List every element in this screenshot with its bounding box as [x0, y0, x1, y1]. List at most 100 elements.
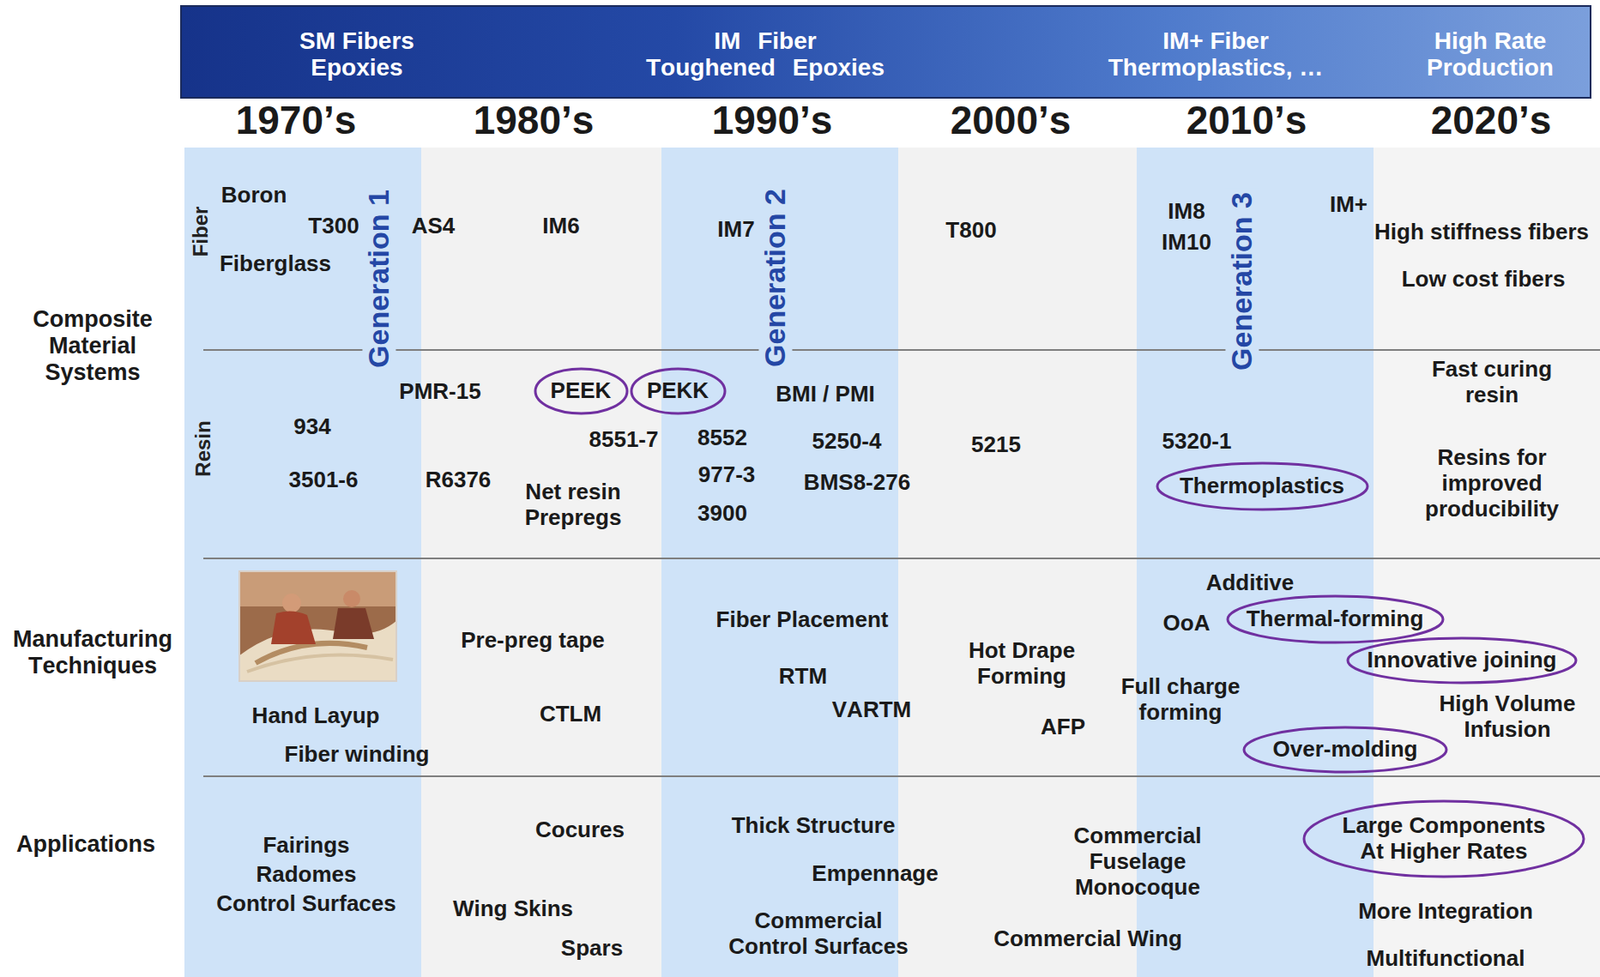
item-label: Commercial Wing — [993, 926, 1183, 953]
photo-mold — [238, 620, 398, 683]
decade-label: 1980’s — [473, 97, 595, 144]
item-label: Hot Drape Forming — [957, 638, 1087, 690]
era-heading: High Rate Production — [1421, 28, 1559, 82]
item-label: Spars — [561, 935, 623, 962]
item-label: Wing Skins — [452, 896, 574, 923]
highlighted-label: Over-molding — [1272, 736, 1418, 763]
highlight-ellipse: Over-molding — [1242, 725, 1449, 774]
item-label: R6376 — [425, 467, 492, 494]
ellipse-stroke — [1157, 463, 1368, 510]
item-label: IM8 — [1167, 199, 1205, 225]
photo-body — [332, 608, 375, 640]
item-label: Fast curing resin — [1418, 356, 1565, 409]
item-label: 3501-6 — [289, 467, 359, 494]
photo-head — [343, 590, 361, 608]
item-label: High Volume Infusion — [1432, 691, 1583, 743]
generation-label: Generation 1 — [362, 186, 396, 372]
item-label: Boron — [221, 182, 288, 209]
item-label: 3900 — [697, 501, 748, 527]
item-label: Commercial Control Surfaces — [726, 908, 912, 960]
era-heading: IM Fiber Toughened Epoxies — [643, 28, 888, 82]
highlight-ellipse: PEKK — [629, 367, 727, 416]
photo-mold-edge — [247, 654, 393, 672]
era-heading: IM+ Fiber Thermoplastics, … — [1099, 28, 1332, 82]
ellipse-stroke — [631, 368, 725, 414]
item-label: Low cost fibers — [1401, 266, 1566, 293]
item-label: Fiber winding — [284, 742, 430, 768]
row-separator — [203, 775, 1600, 778]
column-band — [184, 147, 422, 977]
hand-layup-photo — [238, 570, 398, 683]
highlighted-label: PEKK — [646, 378, 709, 405]
column-band — [661, 147, 899, 977]
item-label: RTM — [778, 664, 828, 690]
item-label: Cocures — [535, 817, 625, 844]
decade-label: 1970’s — [235, 97, 357, 144]
item-label: PMR-15 — [398, 379, 481, 405]
highlighted-label: PEEK — [550, 378, 612, 405]
item-label: Fiberglass — [219, 251, 332, 278]
item-label: Radomes — [255, 862, 357, 888]
item-label: 8551-7 — [589, 427, 659, 453]
item-label: Fiber Placement — [716, 607, 889, 634]
item-label: T800 — [945, 217, 997, 244]
highlight-ellipse: Large Components At Higher Rates — [1302, 799, 1586, 879]
item-label: OoA — [1163, 610, 1211, 637]
row-heading: Manufacturing Techniques — [6, 626, 179, 680]
item-label: Multifunctional — [1366, 946, 1526, 973]
decade-label: 1990’s — [712, 97, 834, 144]
item-label: 5215 — [971, 432, 1021, 459]
row-heading: Composite Material Systems — [6, 306, 179, 387]
item-label: BMI / PMI — [775, 381, 876, 408]
item-label: IM+ — [1329, 192, 1368, 218]
ellipse-stroke — [1243, 727, 1447, 773]
decade-label: 2020’s — [1430, 97, 1552, 144]
highlighted-label: Thermal-forming — [1246, 606, 1425, 633]
highlighted-label: Thermoplastics — [1179, 473, 1345, 500]
item-label: 5250-4 — [812, 428, 882, 455]
item-label: Pre-preg tape — [460, 627, 605, 654]
item-label: VARTM — [832, 697, 912, 724]
decade-label: 2000’s — [950, 97, 1072, 144]
sub-row-heading: Fiber — [188, 206, 213, 258]
photo-head — [282, 593, 302, 613]
item-label: Hand Layup — [252, 703, 381, 730]
row-separator — [203, 349, 1600, 351]
photo-ground — [238, 570, 398, 683]
item-label: Thick Structure — [731, 813, 896, 840]
item-label: AFP — [1040, 714, 1086, 741]
era-banner: SM Fibers EpoxiesIM Fiber Toughened Epox… — [180, 5, 1592, 99]
item-label: 977-3 — [698, 462, 756, 489]
highlight-ellipse: Thermoplastics — [1155, 461, 1370, 512]
item-label: 5320-1 — [1162, 428, 1232, 455]
item-label: Full charge forming — [1111, 674, 1250, 726]
row-heading: Applications — [16, 831, 156, 858]
photo-frame — [239, 571, 397, 682]
row-separator — [203, 557, 1600, 560]
item-label: Resins for improved producibility — [1418, 445, 1565, 523]
item-label: 934 — [293, 414, 331, 441]
item-label: Net resin Prepregs — [513, 479, 634, 532]
item-label: More Integration — [1358, 899, 1534, 925]
highlighted-label: Innovative joining — [1366, 647, 1557, 674]
highlight-ellipse: Thermal-forming — [1225, 594, 1445, 645]
ellipse-stroke — [1227, 596, 1444, 643]
ellipse-stroke — [1304, 801, 1584, 877]
item-label: BMS8-276 — [803, 470, 911, 496]
sub-row-heading: Resin — [191, 420, 216, 477]
photo-wall — [238, 570, 398, 607]
item-label: AS4 — [411, 213, 456, 240]
generation-label: Generation 2 — [758, 185, 792, 371]
item-label: IM10 — [1161, 229, 1212, 256]
item-label: IM6 — [542, 213, 580, 240]
item-label: IM7 — [717, 217, 755, 243]
item-label: T300 — [307, 213, 359, 240]
item-label: Empennage — [811, 861, 938, 888]
column-band — [421, 147, 662, 977]
item-label: CTLM — [539, 701, 602, 728]
item-label: Commercial Fuselage Monocoque — [1067, 823, 1209, 901]
generation-label: Generation 3 — [1225, 188, 1259, 375]
highlight-ellipse: PEEK — [533, 367, 629, 416]
item-label: High stiffness fibers — [1374, 219, 1589, 246]
item-label: 8552 — [697, 425, 748, 452]
